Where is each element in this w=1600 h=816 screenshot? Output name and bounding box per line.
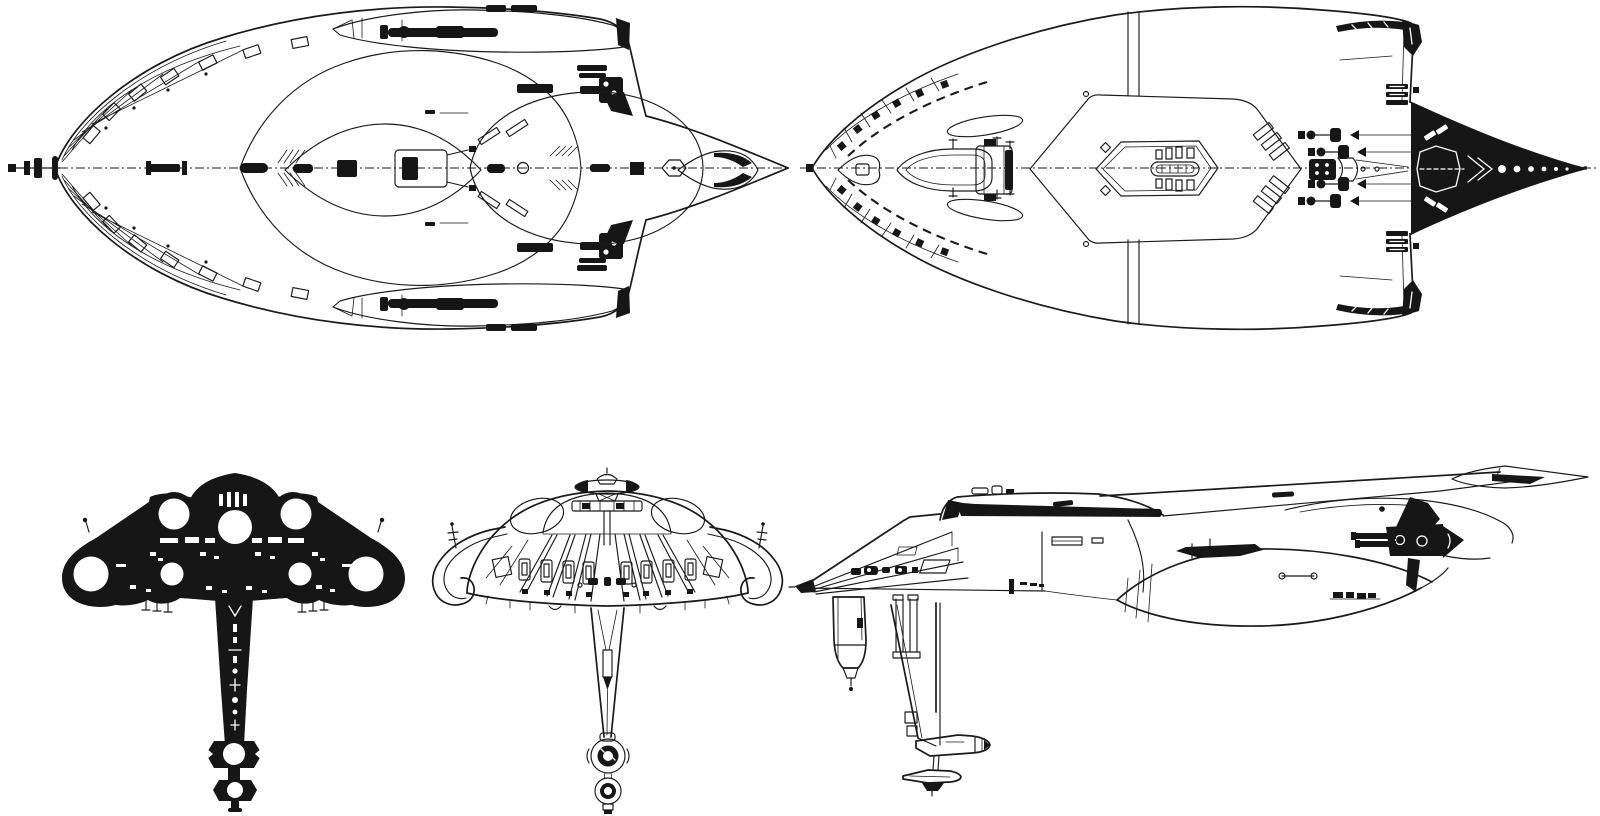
arrow-fitting-row xyxy=(1298,128,1425,142)
engine-cluster xyxy=(1351,497,1491,592)
aft-pegs xyxy=(85,521,382,613)
bow-ring-pods xyxy=(586,732,630,814)
dorsal-centerline-machinery xyxy=(8,146,687,191)
dorsal-view xyxy=(8,5,789,332)
aft-detail-specks xyxy=(116,492,352,593)
arrow-fitting-row xyxy=(1308,145,1421,159)
ventral-nacelle xyxy=(832,596,867,691)
bow-boom xyxy=(590,607,625,738)
ventral-view xyxy=(800,5,1596,331)
bow-mast xyxy=(571,467,643,546)
side-view xyxy=(788,465,1589,797)
aft-bottom-pods xyxy=(206,734,262,812)
spearhead-tail xyxy=(1411,102,1587,235)
aft-view xyxy=(62,473,405,812)
aft-boom-glyphs xyxy=(228,605,242,731)
strut-block xyxy=(892,594,921,659)
lower-boom xyxy=(890,602,941,747)
bow-view xyxy=(431,467,784,814)
landing-discs xyxy=(902,734,991,797)
bow-rim-fittings xyxy=(577,577,637,588)
